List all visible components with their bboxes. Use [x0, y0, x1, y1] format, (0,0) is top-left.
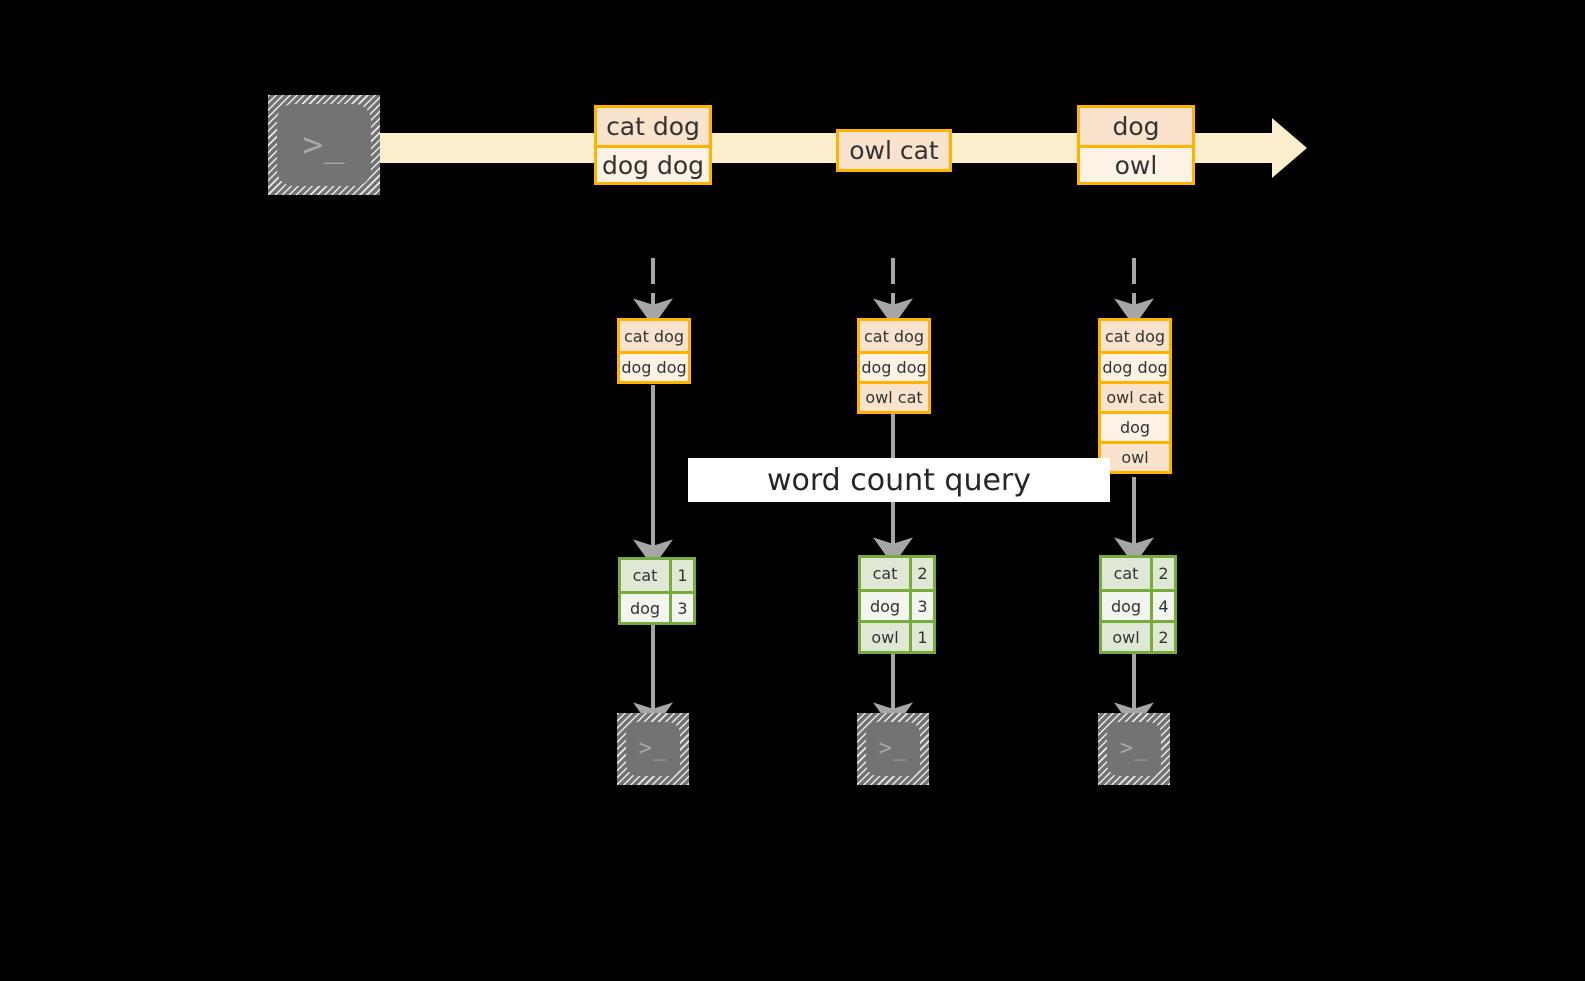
result-word: owl — [861, 623, 909, 651]
batch-input-box-3: cat dog dog dog owl cat dog owl — [1098, 318, 1172, 474]
stream-event-line: dog — [1080, 108, 1192, 145]
batch-input-line: cat dog — [1101, 321, 1169, 351]
result-table-2: cat 2 dog 3 owl 1 — [858, 555, 936, 654]
result-table-1: cat 1 dog 3 — [618, 557, 696, 625]
terminal-prompt-glyph: >_ — [1119, 736, 1149, 761]
stream-event-line: cat dog — [597, 108, 709, 145]
terminal-screen — [626, 722, 680, 776]
stream-event-line: dog dog — [597, 145, 709, 182]
result-count: 3 — [669, 594, 693, 622]
result-count: 2 — [1150, 558, 1174, 589]
table-row: cat 2 — [1102, 558, 1174, 589]
result-table-3: cat 2 dog 4 owl 2 — [1099, 555, 1177, 654]
table-row: owl 2 — [1102, 620, 1174, 651]
batch-input-line: owl cat — [1101, 381, 1169, 411]
stream-event-line: owl cat — [839, 132, 949, 169]
batch-input-line: owl — [1101, 441, 1169, 471]
batch-input-line: cat dog — [620, 321, 688, 351]
result-count: 3 — [909, 592, 933, 620]
table-row: owl 1 — [861, 620, 933, 651]
batch-input-line: dog dog — [860, 351, 928, 381]
result-count: 4 — [1150, 592, 1174, 620]
query-banner: word count query — [688, 458, 1110, 502]
terminal-screen — [866, 722, 920, 776]
batch-input-line: dog — [1101, 411, 1169, 441]
result-count: 2 — [1150, 623, 1174, 651]
result-word: dog — [1102, 592, 1150, 620]
batch-input-line: owl cat — [860, 381, 928, 411]
stream-event-line: owl — [1080, 145, 1192, 182]
result-count: 1 — [669, 560, 693, 591]
table-row: dog 3 — [861, 589, 933, 620]
result-word: cat — [1102, 558, 1150, 589]
stream-event-box-3: dog owl — [1077, 105, 1195, 185]
terminal-screen — [277, 104, 371, 186]
source-terminal-icon: >_ — [268, 95, 380, 195]
result-word: dog — [621, 594, 669, 622]
batch-input-box-2: cat dog dog dog owl cat — [857, 318, 931, 414]
terminal-prompt-glyph: >_ — [638, 736, 668, 761]
stream-event-box-2: owl cat — [836, 129, 952, 172]
query-banner-label: word count query — [766, 462, 1032, 498]
table-row: dog 4 — [1102, 589, 1174, 620]
result-count: 2 — [909, 558, 933, 589]
terminal-prompt-glyph: >_ — [302, 125, 346, 165]
table-row: dog 3 — [621, 591, 693, 622]
result-word: owl — [1102, 623, 1150, 651]
table-row: cat 1 — [621, 560, 693, 591]
batch-input-line: dog dog — [1101, 351, 1169, 381]
terminal-screen — [1107, 722, 1161, 776]
result-count: 1 — [909, 623, 933, 651]
sink-terminal-icon-1: >_ — [617, 713, 689, 785]
batch-input-box-1: cat dog dog dog — [617, 318, 691, 384]
result-word: cat — [621, 560, 669, 591]
batch-input-line: cat dog — [860, 321, 928, 351]
result-word: dog — [861, 592, 909, 620]
stream-event-box-1: cat dog dog dog — [594, 105, 712, 185]
batch-input-line: dog dog — [620, 351, 688, 381]
result-word: cat — [861, 558, 909, 589]
sink-terminal-icon-3: >_ — [1098, 713, 1170, 785]
terminal-prompt-glyph: >_ — [878, 736, 908, 761]
table-row: cat 2 — [861, 558, 933, 589]
dashed-intake-arrows — [633, 258, 1154, 327]
sink-terminal-icon-2: >_ — [857, 713, 929, 785]
